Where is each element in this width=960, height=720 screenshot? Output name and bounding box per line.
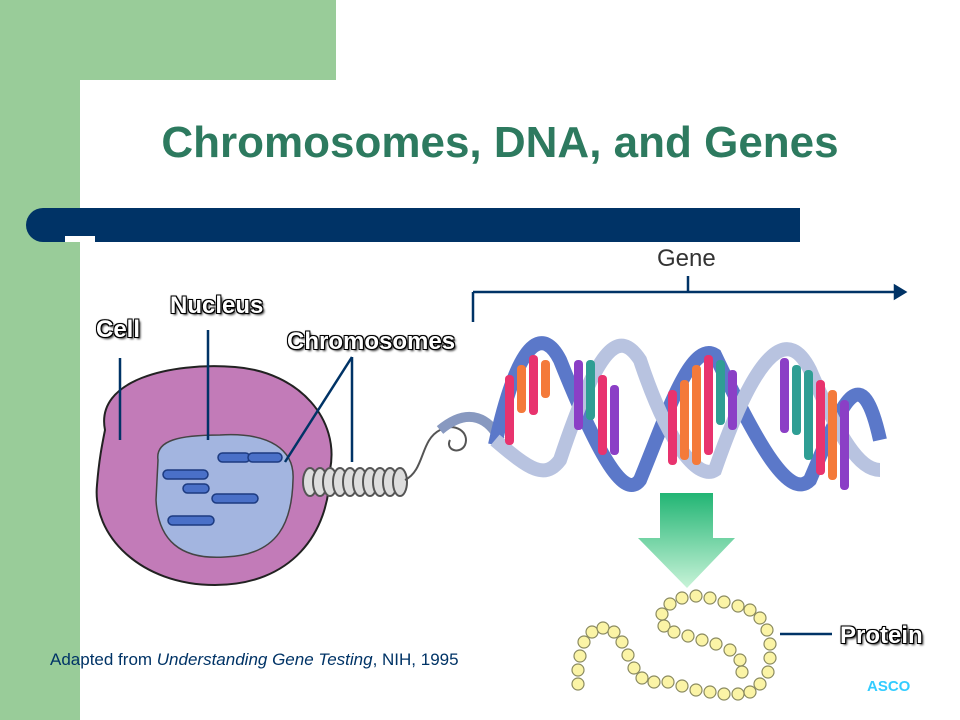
protein-bead (573, 649, 587, 663)
protein-bead (635, 671, 649, 685)
credit-source-title: Understanding Gene Testing (156, 650, 373, 669)
protein-bead (681, 629, 695, 643)
page-title: Chromosomes, DNA, and Genes (161, 118, 839, 167)
gene-bracket (471, 276, 908, 322)
protein-bead (760, 623, 774, 637)
protein-bead (717, 687, 731, 701)
protein-bead (689, 589, 703, 603)
protein-bead (761, 665, 775, 679)
protein-bead (657, 619, 671, 633)
label-nucleus: Nucleus (170, 292, 264, 319)
protein-bead (627, 661, 641, 675)
credit-suffix: , NIH, 1995 (372, 650, 459, 669)
protein-bead (661, 675, 675, 689)
dna-helix (488, 336, 887, 492)
protein-bead (753, 677, 767, 691)
protein-bead (763, 651, 777, 665)
down-arrow (638, 493, 735, 588)
protein-bead (709, 637, 723, 651)
chromatin-coil (302, 426, 467, 497)
protein-chain (571, 589, 777, 701)
label-pointers (118, 330, 832, 636)
protein-bead (577, 635, 591, 649)
asco-logo: ASCO (867, 678, 911, 695)
label-gene: Gene (657, 245, 716, 272)
protein-bead (667, 625, 681, 639)
protein-bead (743, 603, 757, 617)
protein-bead (689, 683, 703, 697)
top-band (80, 0, 336, 80)
protein-bead (753, 611, 767, 625)
label-cell: Cell (96, 316, 141, 343)
protein-bead (703, 591, 717, 605)
protein-bead (735, 665, 749, 679)
protein-bead (571, 663, 585, 677)
protein-bead (607, 625, 621, 639)
protein-bead (731, 599, 745, 613)
protein-bead (703, 685, 717, 699)
label-protein: Protein (840, 622, 923, 649)
title-rule-notch (65, 236, 95, 242)
protein-bead (571, 677, 585, 691)
source-credit: Adapted from Understanding Gene Testing,… (50, 650, 459, 670)
protein-bead (763, 637, 777, 651)
protein-bead (663, 597, 677, 611)
protein-bead (675, 679, 689, 693)
protein-bead (596, 621, 610, 635)
protein-bead (695, 633, 709, 647)
nucleus-chromosomes (162, 452, 283, 526)
protein-bead (743, 685, 757, 699)
protein-bead (615, 635, 629, 649)
title-rule (26, 208, 800, 242)
protein-bead (723, 643, 737, 657)
protein-bead (655, 607, 669, 621)
protein-bead (731, 687, 745, 701)
protein-bead (717, 595, 731, 609)
protein-bead (621, 648, 635, 662)
protein-bead (647, 675, 661, 689)
protein-bead (675, 591, 689, 605)
label-chromosomes: Chromosomes (287, 328, 456, 355)
credit-prefix: Adapted from (50, 650, 157, 669)
protein-bead (733, 653, 747, 667)
sidebar-band (0, 0, 80, 720)
protein-bead (585, 625, 599, 639)
